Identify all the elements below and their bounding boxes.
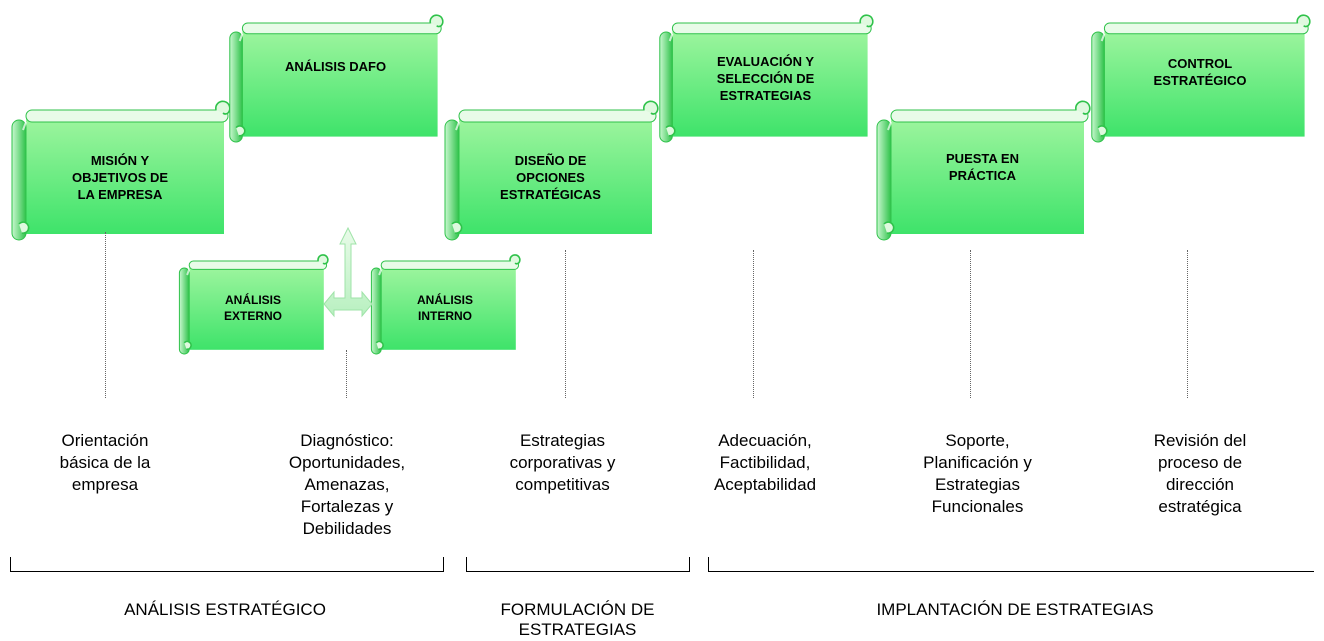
step-dafo-label: ANÁLISIS DAFO — [284, 59, 387, 74]
phase-bracket-formulacion — [466, 557, 690, 572]
scroll-shape-icon — [659, 14, 874, 143]
step-control-scroll: CONTROL ESTRATÉGICO — [1090, 14, 1311, 143]
step-control-label: CONTROL ESTRATÉGICO — [1153, 56, 1247, 88]
sub-externo-scroll: ANÁLISIS EXTERNO — [178, 254, 329, 355]
sub-externo-label: ANÁLISIS EXTERNO — [223, 293, 282, 323]
scroll-shape-icon — [444, 100, 659, 241]
desc-control: Revisión del proceso de dirección estrat… — [1153, 431, 1247, 516]
step-diseno-label: DISEÑO DE OPCIONES ESTRATÉGICAS — [500, 152, 601, 202]
scroll-shape-icon — [11, 100, 231, 241]
phase-analisis-label: ANÁLISIS ESTRATÉGICO — [124, 600, 326, 619]
scroll-shape-icon — [1091, 14, 1311, 143]
connector-line — [346, 350, 347, 398]
step-puesta-scroll: PUESTA EN PRÁCTICA — [875, 100, 1091, 241]
connector-line — [753, 250, 754, 398]
connector-line — [970, 250, 971, 398]
scroll-shape-icon — [370, 254, 521, 355]
phase-implantacion-label: IMPLANTACIÓN DE ESTRATEGIAS — [876, 600, 1154, 619]
desc-mision: Orientación básica de la empresa — [59, 431, 151, 494]
phase-formulacion-label: FORMULACIÓN DE ESTRATEGIAS — [500, 600, 655, 639]
scroll-shape-icon — [876, 100, 1091, 241]
sub-interno-label: ANÁLISIS INTERNO — [416, 293, 473, 323]
step-diseno-scroll: DISEÑO DE OPCIONES ESTRATÉGICAS — [443, 100, 659, 241]
desc-evaluacion: Adecuación, Factibilidad, Aceptabilidad — [713, 431, 817, 494]
scroll-shape-icon — [178, 254, 329, 355]
step-mision-scroll: MISIÓN Y OBJETIVOS DE LA EMPRESA — [10, 100, 231, 241]
step-evaluacion-label: EVALUACIÓN Y SELECCIÓN DE ESTRATEGIAS — [716, 53, 815, 103]
sub-interno-scroll: ANÁLISIS INTERNO — [370, 254, 521, 355]
desc-dafo: Diagnóstico: Oportunidades, Amenazas, Fo… — [288, 431, 406, 538]
desc-puesta: Soporte, Planificación y Estrategias Fun… — [923, 431, 1032, 516]
phase-bracket-analisis — [10, 557, 444, 572]
desc-diseno: Estrategias corporativas y competitivas — [509, 431, 616, 494]
connector-line — [105, 232, 106, 398]
phase-bracket-implantacion — [708, 557, 1314, 572]
bidirectional-arrow-icon — [323, 226, 373, 318]
step-mision-label: MISIÓN Y OBJETIVOS DE LA EMPRESA — [71, 152, 169, 202]
scroll-shape-icon — [229, 14, 444, 143]
step-puesta-label: PUESTA EN PRÁCTICA — [946, 151, 1019, 183]
connector-line — [1187, 250, 1188, 398]
step-dafo-scroll: ANÁLISIS DAFO — [228, 14, 444, 143]
connector-line — [565, 250, 566, 398]
step-evaluacion-scroll: EVALUACIÓN Y SELECCIÓN DE ESTRATEGIAS — [658, 14, 874, 143]
